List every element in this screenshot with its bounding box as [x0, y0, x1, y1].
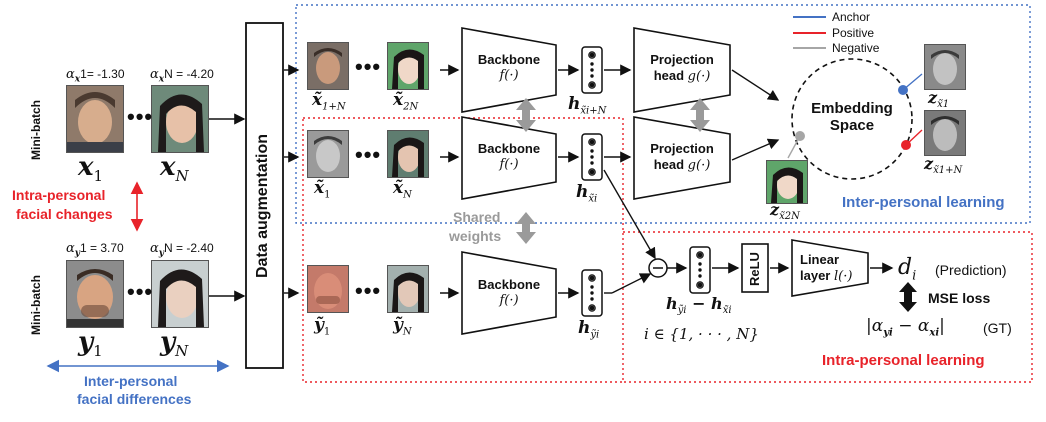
- z1-label: zx̃1: [928, 88, 950, 111]
- h-row3-label: hỹi: [578, 318, 600, 341]
- inter-personal-learning-label: Inter-personal learning: [842, 194, 1005, 211]
- face-x2N: [387, 42, 429, 90]
- gt-formula: |αyi − αxi|: [866, 316, 945, 339]
- face-y1: [66, 260, 124, 328]
- inter-personal-facial-differences-line1: Inter-personal: [84, 373, 178, 389]
- minibatch-label-bottom: Mini-batch: [29, 275, 43, 335]
- yN-aug-label: ỹN: [393, 315, 412, 338]
- gt-label: (GT): [983, 320, 1012, 336]
- backbone-label-3: Backbone f(·): [477, 277, 541, 308]
- intra-personal-facial-changes-line1: Intra-personal: [12, 187, 106, 203]
- legend-positive: Positive: [832, 26, 875, 40]
- face-z1N: [924, 110, 966, 156]
- face-z1: [924, 44, 966, 90]
- face-x1-aug: [307, 130, 349, 178]
- legend-negative: Negative: [832, 41, 880, 55]
- x1-symbol: x1: [78, 152, 104, 186]
- h-row2-label: hx̃i: [576, 182, 598, 205]
- shared-weights-arrow-b: [690, 98, 710, 132]
- relu-label: ReLU: [747, 252, 762, 286]
- shared-weights-arrow-a: [516, 98, 536, 132]
- legend-anchor: Anchor: [832, 10, 871, 24]
- intra-personal-learning-label: Intra-personal learning: [822, 352, 985, 369]
- ellipsis-x: •••: [127, 104, 154, 129]
- face-x1: [66, 85, 124, 153]
- linear-layer-label: Linear layer l(·): [800, 252, 853, 284]
- shared-weights-label-2: weights: [449, 228, 502, 244]
- z2N-label: zx̃2N: [770, 200, 800, 223]
- alpha-yN-label: αyN = -2.40: [150, 241, 214, 259]
- face-x1N: [307, 42, 349, 90]
- embedding-space-title: Embedding Space: [811, 100, 893, 134]
- mse-arrow: [899, 282, 917, 312]
- projection-head-label-2: Projection head g(·): [650, 141, 714, 173]
- x1-aug-label: x̃1: [314, 178, 331, 201]
- inter-personal-section-box: [295, 4, 1031, 224]
- projection-trapezoid-1: [633, 27, 731, 113]
- face-yN: [151, 260, 209, 328]
- ellipsis-row3: •••: [355, 278, 382, 303]
- prediction-label: (Prediction): [935, 262, 1007, 278]
- ellipsis-y: •••: [127, 279, 154, 304]
- face-xN-aug: [387, 130, 429, 178]
- h-row1-label: hx̃i+N: [568, 94, 607, 117]
- shared-weights-label-1: Shared: [453, 209, 501, 225]
- x2N-label: x̃2N: [393, 90, 419, 113]
- x1N-label: x̃1+N: [312, 90, 346, 113]
- projection-head-label-1: Projection head g(·): [650, 52, 714, 84]
- face-xN: [151, 85, 209, 153]
- alpha-xN-label: αxN = -4.20: [150, 67, 214, 85]
- xN-symbol: xN: [160, 152, 189, 186]
- face-yN-aug: [387, 265, 429, 313]
- inter-personal-facial-differences-line2: facial differences: [77, 391, 192, 407]
- prediction-symbol: di: [898, 255, 917, 284]
- diff-label: hỹi − hx̃i: [666, 294, 732, 317]
- alpha-y1-label: αy1 = 3.70: [66, 241, 124, 259]
- linear-layer-trapezoid: [791, 239, 869, 297]
- y1-aug-label: ỹ1: [314, 315, 331, 338]
- shared-weights-arrow-c: [516, 212, 536, 244]
- ellipsis-row1: •••: [355, 54, 382, 79]
- intra-personal-facial-changes-line2: facial changes: [16, 206, 113, 222]
- xN-aug-label: x̃N: [393, 178, 412, 201]
- index-set-label: i ∈ {1, · · · , N}: [644, 325, 759, 343]
- embedding-circle: [791, 58, 913, 180]
- face-z2N: [766, 160, 808, 204]
- mse-loss-label: MSE loss: [928, 290, 991, 306]
- alpha-x1-label: αx1= -1.30: [66, 67, 125, 85]
- backbone-label-2: Backbone f(·): [477, 141, 541, 172]
- face-y1-aug: [307, 265, 349, 313]
- backbone-trapezoid-1: [461, 27, 557, 113]
- backbone-label-1: Backbone f(·): [477, 52, 541, 83]
- data-augmentation-label: Data augmentation: [254, 133, 271, 278]
- z1N-label: zx̃1+N: [924, 154, 963, 177]
- ellipsis-row2: •••: [355, 142, 382, 167]
- y1-symbol: y1: [78, 327, 103, 361]
- minibatch-label-top: Mini-batch: [29, 100, 43, 160]
- yN-symbol: yN: [160, 327, 189, 361]
- backbone-trapezoid-3: [461, 251, 557, 335]
- relu-box: [741, 243, 769, 293]
- data-augmentation-box: [245, 22, 284, 369]
